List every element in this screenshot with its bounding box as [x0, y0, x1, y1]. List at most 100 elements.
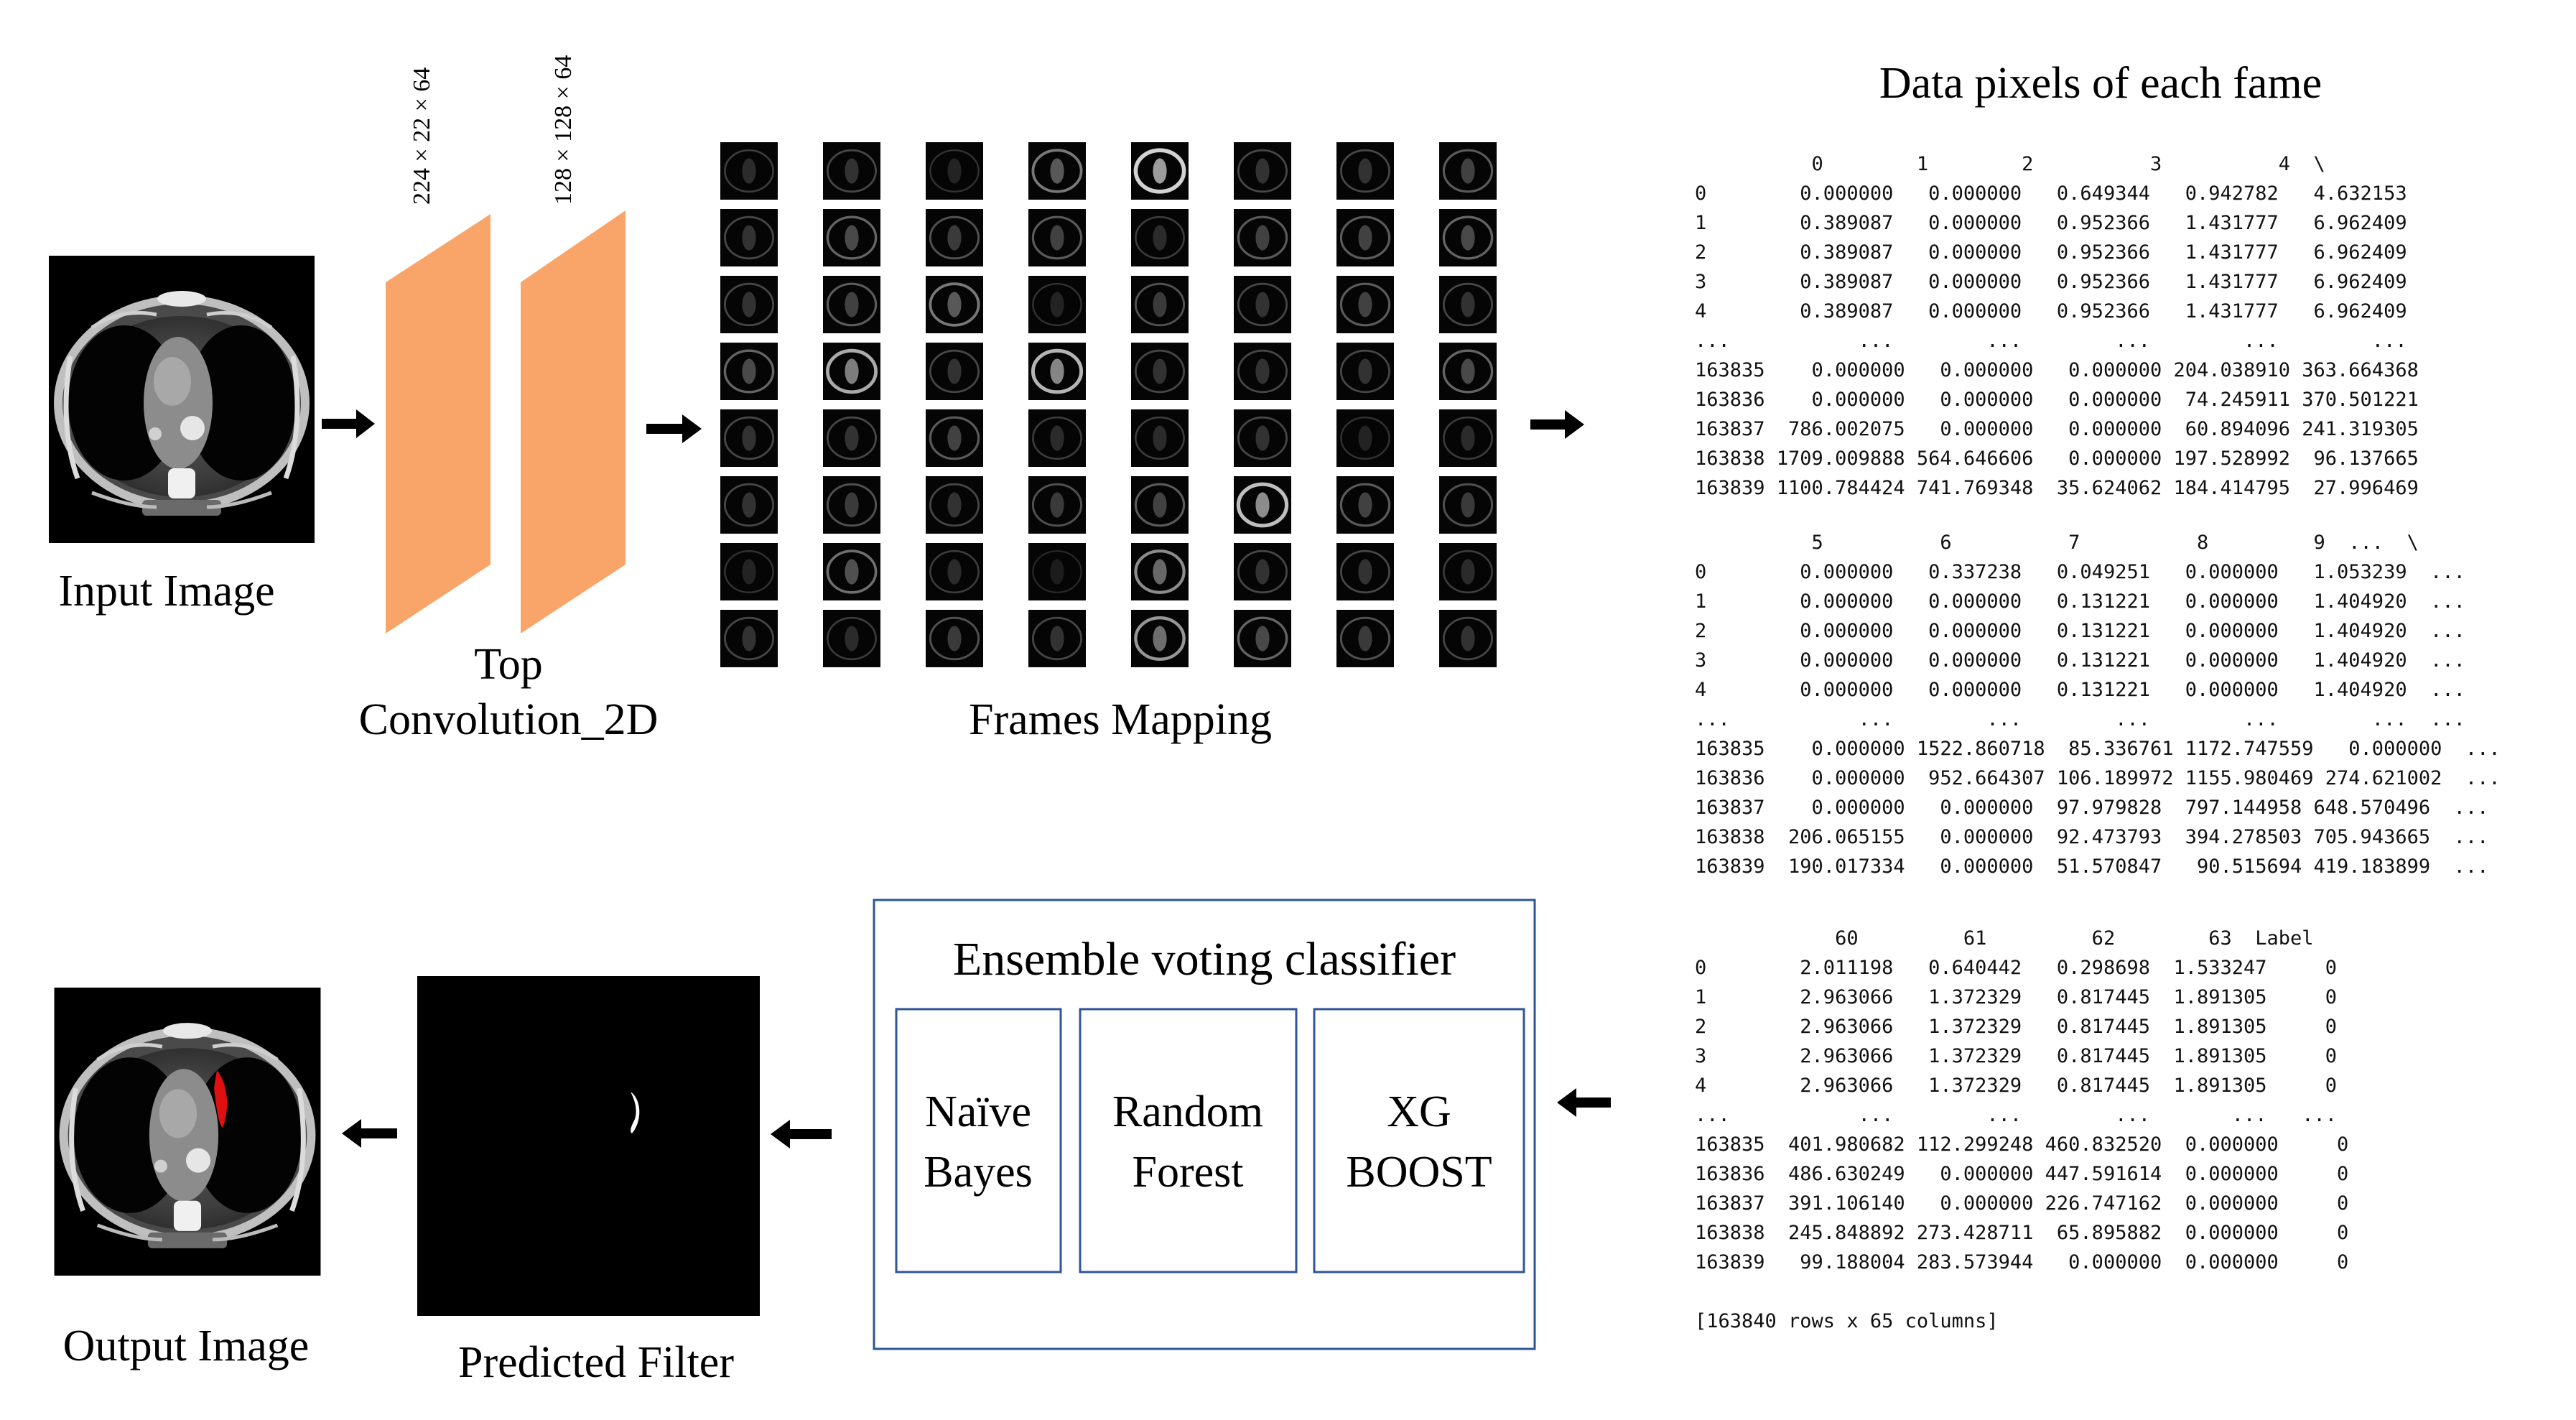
frame-thumbnail [926, 543, 983, 600]
frame-body-outline [1031, 149, 1083, 193]
frame-core [1461, 358, 1475, 384]
frame-core [1461, 292, 1475, 317]
conv-layer-2 [521, 210, 626, 634]
frame-core [1050, 425, 1064, 451]
frame-thumbnail [1234, 343, 1291, 400]
table-row: 1 0.000000 0.000000 0.131221 0.000000 1.… [1695, 590, 2465, 613]
frame-core [947, 559, 962, 585]
frame-core [1153, 626, 1167, 651]
frame-core [742, 358, 756, 384]
frame-body-outline [1339, 215, 1391, 260]
frame-thumbnail [1131, 409, 1189, 467]
predicted-region-highlight [631, 1092, 640, 1133]
table-row: 163837 391.106140 0.000000 226.747162 0.… [1695, 1192, 2349, 1215]
frame-core [1255, 225, 1270, 251]
frame-body-outline [1339, 483, 1391, 527]
frame-body-outline [1237, 149, 1288, 193]
output-image-label: Output Image [63, 1322, 310, 1370]
predicted-filter-mask [417, 976, 760, 1316]
frame-body-outline [929, 616, 980, 661]
frame-core [1358, 292, 1372, 317]
frame-body-outline [929, 349, 980, 394]
frame-body-outline [929, 215, 980, 260]
frame-body-outline [1134, 616, 1186, 662]
frame-core [1153, 492, 1167, 518]
frame-body-outline [1339, 282, 1391, 327]
frame-thumbnail [1131, 142, 1189, 200]
frame-body-outline [1236, 482, 1289, 528]
frame-thumbnail [823, 276, 880, 333]
table-3-header: 60 61 62 63 Label [1695, 927, 2314, 950]
frame-thumbnail [1131, 343, 1189, 400]
frame-thumbnail [1028, 543, 1086, 600]
frame-body-outline [723, 349, 775, 394]
frame-thumbnail [1234, 276, 1291, 333]
frame-thumbnail [1234, 409, 1291, 467]
output-ct-image [55, 988, 321, 1276]
table-row: 2 0.000000 0.000000 0.131221 0.000000 1.… [1695, 620, 2465, 642]
frame-core [1153, 358, 1167, 384]
frame-core [947, 158, 962, 184]
frame-body-outline [1031, 348, 1084, 394]
table-row: 2 0.389087 0.000000 0.952366 1.431777 6.… [1695, 241, 2407, 264]
table-row: 0 0.000000 0.337238 0.049251 0.000000 1.… [1695, 561, 2465, 583]
frame-body-outline [827, 149, 878, 193]
frame-body-outline [1442, 149, 1494, 193]
frame-thumbnail [823, 343, 880, 400]
frame-thumbnail [1439, 476, 1497, 534]
table-row: 4 0.000000 0.000000 0.131221 0.000000 1.… [1695, 679, 2465, 701]
frame-thumbnail [926, 142, 983, 200]
frame-core [1358, 559, 1372, 585]
frame-thumbnail [720, 476, 778, 534]
frame-thumbnail [1439, 343, 1497, 400]
arrow-frames-to-data [1530, 410, 1584, 439]
frame-body-outline [724, 616, 775, 661]
frame-body-outline [826, 215, 878, 260]
table-row: 3 2.963066 1.372329 0.817445 1.891305 0 [1695, 1045, 2338, 1067]
frame-core [1153, 559, 1167, 585]
frame-core [845, 626, 859, 651]
xgboost-line-2: BOOST [1346, 1148, 1492, 1197]
frame-thumbnail [1131, 476, 1189, 534]
frame-body-outline [929, 149, 980, 192]
frame-core [1255, 626, 1270, 651]
frame-thumbnail [1028, 610, 1086, 667]
frame-core [845, 158, 859, 184]
ensemble-title: Ensemble voting classifier [953, 933, 1456, 985]
random-forest-line-1: Random [1112, 1087, 1263, 1136]
frame-core [1461, 626, 1475, 651]
table-row: 163838 206.065155 0.000000 92.473793 394… [1695, 826, 2489, 848]
frame-body-outline [827, 416, 878, 460]
frame-thumbnail [720, 142, 778, 200]
frame-core [845, 225, 859, 251]
frame-body-outline [1134, 483, 1186, 527]
arrow-filter-to-output [342, 1119, 397, 1148]
table-row: ... ... ... ... ... ... [1695, 330, 2407, 352]
frame-thumbnail [926, 610, 983, 667]
table-row: 4 2.963066 1.372329 0.817445 1.891305 0 [1695, 1075, 2338, 1097]
frame-body-outline [1032, 616, 1083, 661]
frame-thumbnail [1439, 209, 1497, 266]
frame-body-outline [1237, 416, 1288, 460]
xgboost-line-1: XG [1387, 1087, 1451, 1136]
frame-core [1461, 492, 1475, 518]
table-row: 163835 0.000000 1522.860718 85.336761 11… [1695, 738, 2501, 760]
table-row: 0 0.000000 0.000000 0.649344 0.942782 4.… [1695, 182, 2407, 205]
frame-thumbnail [1028, 409, 1086, 467]
frame-thumbnail [1439, 276, 1497, 333]
frame-thumbnail [1234, 142, 1291, 200]
frame-core [1358, 225, 1372, 251]
table-row: 163836 0.000000 0.000000 0.000000 74.245… [1695, 389, 2419, 411]
table-1-header: 0 1 2 3 4 \ [1695, 153, 2325, 175]
frame-core [1255, 158, 1270, 184]
frame-thumbnail [1234, 543, 1291, 600]
frame-body-outline [1237, 549, 1288, 594]
frame-body-outline [827, 616, 877, 661]
frame-body-outline [1135, 416, 1185, 460]
frame-core [1153, 292, 1167, 317]
table-row: 1 0.389087 0.000000 0.952366 1.431777 6.… [1695, 212, 2407, 234]
frame-thumbnail [823, 476, 880, 534]
frame-core [1153, 158, 1167, 184]
frame-thumbnail [1336, 476, 1394, 534]
